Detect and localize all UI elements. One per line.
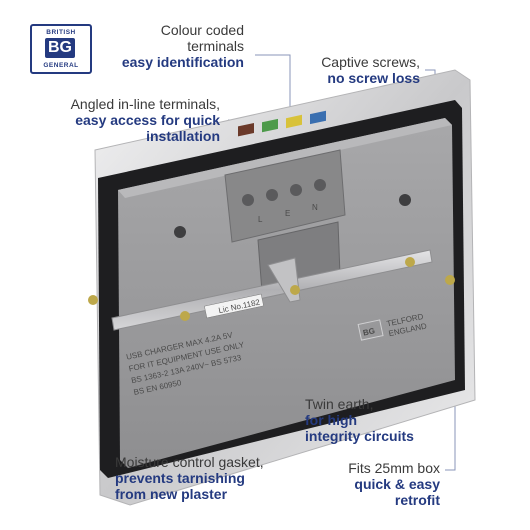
plate-screw-left — [88, 295, 98, 305]
callout-moisture-bold-2: from new plaster — [115, 486, 228, 502]
british-general-logo: BRITISH BG GENERAL — [30, 24, 92, 74]
leader-box — [445, 390, 456, 471]
callout-angled-terminals: Angled in-line terminals, easy access fo… — [40, 96, 220, 144]
logo-text-bottom: GENERAL — [43, 62, 79, 69]
terminal-letter-n: N — [312, 203, 318, 212]
callout-moisture-bold-1: prevents tarnishing — [115, 470, 245, 486]
mounting-hole-right — [399, 194, 411, 206]
callout-captive-plain: Captive screws, — [321, 54, 420, 70]
terminal-yellow — [286, 114, 302, 129]
callout-twin-plain: Twin earth, — [305, 396, 374, 412]
callout-angled-plain: Angled in-line terminals, — [70, 96, 220, 112]
callout-angled-bold-1: easy access for quick — [75, 112, 220, 128]
callout-box-bold-1: quick & easy — [354, 476, 440, 492]
callout-moisture-gasket: Moisture control gasket, prevents tarnis… — [115, 454, 290, 502]
callout-colour-plain-2: terminals — [187, 38, 244, 54]
callout-twin-bold-2: integrity circuits — [305, 428, 414, 444]
terminal-letter-l: L — [258, 215, 263, 224]
terminal-blue — [310, 110, 326, 125]
terminal-block: L E N — [224, 110, 346, 243]
terminal-housing — [224, 149, 346, 243]
housing-top-face — [118, 118, 452, 198]
terminal-green — [262, 118, 278, 133]
captive-screw-left — [180, 311, 190, 321]
mounting-hole-left — [174, 226, 186, 238]
callout-colour-bold: easy identification — [121, 54, 244, 70]
logo-mark: BG — [45, 38, 75, 58]
terminal-screw-2 — [266, 189, 278, 201]
callout-twin-bold-1: for high — [305, 412, 358, 428]
callout-colour-coded: Colour coded terminals easy identificati… — [100, 22, 244, 70]
earth-screw — [290, 285, 300, 295]
logo-text-top: BRITISH — [46, 29, 76, 36]
callout-colour-plain-1: Colour coded — [160, 22, 244, 38]
callout-captive-screws: Captive screws, no screw loss — [290, 54, 420, 86]
callout-25mm-box: Fits 25mm box quick & easy retrofit — [330, 460, 440, 508]
callout-moisture-plain: Moisture control gasket, — [115, 454, 264, 470]
callout-angled-bold-2: installation — [146, 128, 220, 144]
callout-box-plain: Fits 25mm box — [348, 460, 440, 476]
earth-bar — [111, 249, 433, 331]
terminal-brown — [238, 123, 254, 137]
terminal-screw-1 — [242, 194, 254, 206]
callout-box-bold-2: retrofit — [394, 492, 440, 508]
terminal-screw-4 — [314, 179, 326, 191]
callout-captive-bold: no screw loss — [327, 70, 420, 86]
plate-screw-right — [445, 275, 455, 285]
captive-screw-right — [405, 257, 415, 267]
callout-twin-earth: Twin earth, for high integrity circuits — [305, 396, 465, 444]
terminal-letter-e: E — [285, 209, 290, 218]
terminal-screw-3 — [290, 184, 302, 196]
badge-mark: BG — [362, 326, 376, 337]
